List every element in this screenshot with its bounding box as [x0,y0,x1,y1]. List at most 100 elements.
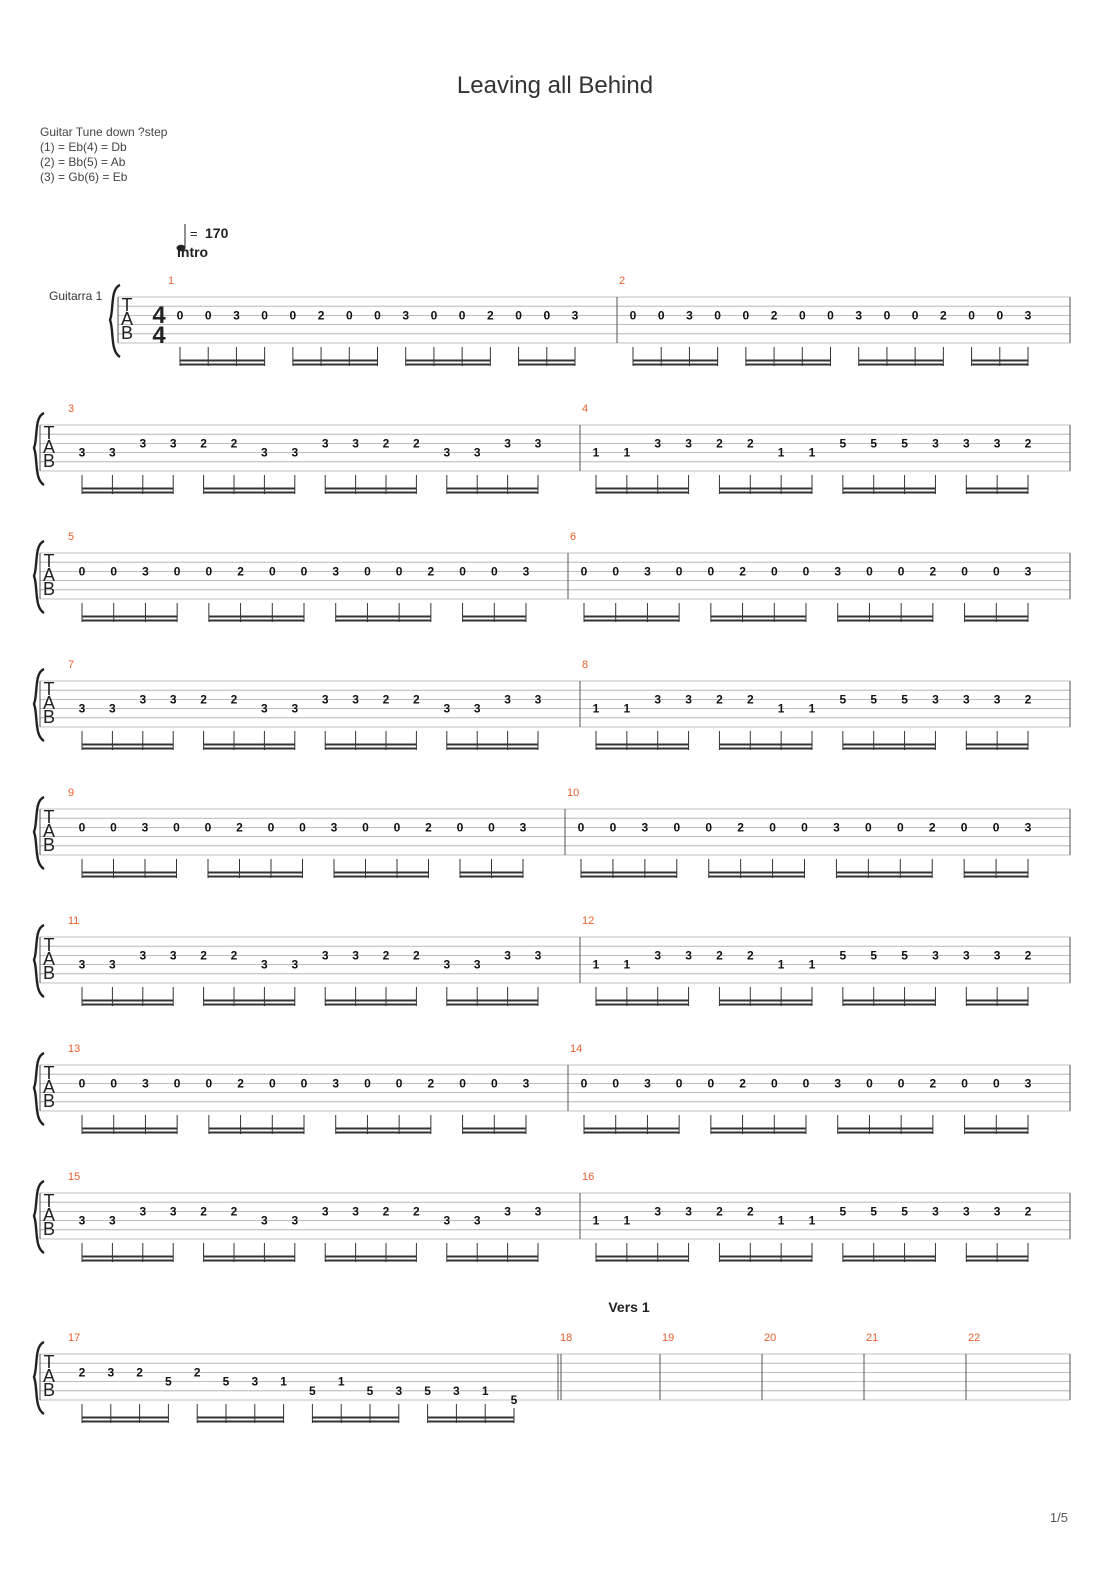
fret-number: 3 [1025,820,1032,834]
fret-number: 2 [231,948,238,962]
tab-clef-letter: B [43,963,55,983]
staff-brace [32,1340,45,1416]
measure-number: 15 [68,1171,80,1183]
fret-number: 3 [291,958,298,972]
fret-number: 5 [840,1204,847,1218]
fret-number: 3 [994,436,1001,450]
fret-number: 3 [833,820,840,834]
tab-clef-letter: T [44,1352,55,1372]
fret-number: 3 [352,436,359,450]
fret-number: 1 [778,1214,785,1228]
tab-clef-letter: T [44,1191,55,1211]
measure-number: 11 [68,915,79,927]
fret-number: 2 [383,692,390,706]
fret-number: 2 [383,1204,390,1218]
fret-number: 0 [543,308,550,322]
fret-number: 3 [474,446,481,460]
fret-number: 2 [1025,436,1032,450]
fret-number: 0 [771,564,778,578]
fret-number: 1 [593,702,600,716]
tab-clef-letter: B [43,835,55,855]
fret-number: 3 [535,436,542,450]
fret-number: 0 [898,1076,905,1090]
fret-number: 0 [79,820,86,834]
fret-number: 0 [301,1076,308,1090]
page-title: Leaving all Behind [456,72,654,99]
section-label-intro: Intro [177,244,208,260]
fret-number: 0 [866,564,873,578]
fret-number: 0 [268,820,275,834]
fret-number: 0 [610,820,617,834]
fret-number: 2 [194,1365,201,1379]
fret-number: 1 [593,446,600,460]
fret-number: 1 [338,1375,345,1389]
fret-number: 1 [778,446,785,460]
fret-number: 3 [654,692,661,706]
fret-number: 3 [142,564,149,578]
fret-number: 0 [865,820,872,834]
fret-number: 3 [291,1214,298,1228]
fret-number: 3 [79,702,86,716]
fret-number: 0 [708,564,715,578]
fret-number: 2 [231,436,238,450]
measure-number: 7 [68,659,74,671]
fret-number: 2 [771,308,778,322]
fret-number: 0 [630,308,637,322]
fret-number: 2 [487,308,494,322]
fret-number: 0 [676,1076,683,1090]
fret-number: 3 [79,446,86,460]
measure-number: 13 [68,1043,80,1055]
fret-number: 2 [428,564,435,578]
measure-number: 4 [582,403,588,415]
fret-number: 3 [332,564,339,578]
fret-number: 0 [612,564,619,578]
tab-clef-letter: B [121,323,133,343]
fret-number: 3 [291,702,298,716]
tuning-info: Guitar Tune down ?step (1) = Eb(4) = Db … [40,125,167,185]
fret-number: 1 [593,1214,600,1228]
fret-number: 2 [200,1204,207,1218]
fret-number: 2 [200,948,207,962]
fret-number: 1 [624,702,631,716]
fret-number: 0 [897,820,904,834]
fret-number: 0 [431,308,438,322]
fret-number: 0 [491,564,498,578]
fret-number: 0 [996,308,1003,322]
tuning-line: (3) = Gb(6) = Eb [40,170,128,184]
fret-number: 3 [443,958,450,972]
fret-number: 3 [322,436,329,450]
measure-number: 21 [866,1332,878,1344]
fret-number: 5 [511,1393,518,1407]
fret-number: 0 [459,308,466,322]
fret-number: 2 [413,1204,420,1218]
fret-number: 2 [716,948,723,962]
fret-number: 2 [200,436,207,450]
fret-number: 3 [504,948,511,962]
fret-number: 2 [237,1076,244,1090]
fret-number: 1 [778,702,785,716]
fret-number: 1 [809,446,816,460]
tab-clef-letter: A [43,949,55,969]
fret-number: 3 [932,436,939,450]
fret-number: 0 [658,308,665,322]
fret-number: 3 [261,446,268,460]
fret-number: 3 [685,1204,692,1218]
fret-number: 3 [261,1214,268,1228]
fret-number: 2 [929,820,936,834]
fret-number: 2 [425,820,432,834]
fret-number: 0 [174,1076,181,1090]
fret-number: 3 [322,1204,329,1218]
fret-number: 3 [644,564,651,578]
fret-number: 0 [269,1076,276,1090]
tab-clef-letter: T [44,679,55,699]
fret-number: 0 [488,820,495,834]
tab-clef-letter: B [43,1219,55,1239]
fret-number: 3 [139,948,146,962]
fret-number: 3 [79,1214,86,1228]
fret-number: 3 [443,1214,450,1228]
fret-number: 2 [318,308,325,322]
fret-number: 1 [809,702,816,716]
fret-number: 2 [237,564,244,578]
fret-number: 0 [993,820,1000,834]
fret-number: 5 [840,692,847,706]
